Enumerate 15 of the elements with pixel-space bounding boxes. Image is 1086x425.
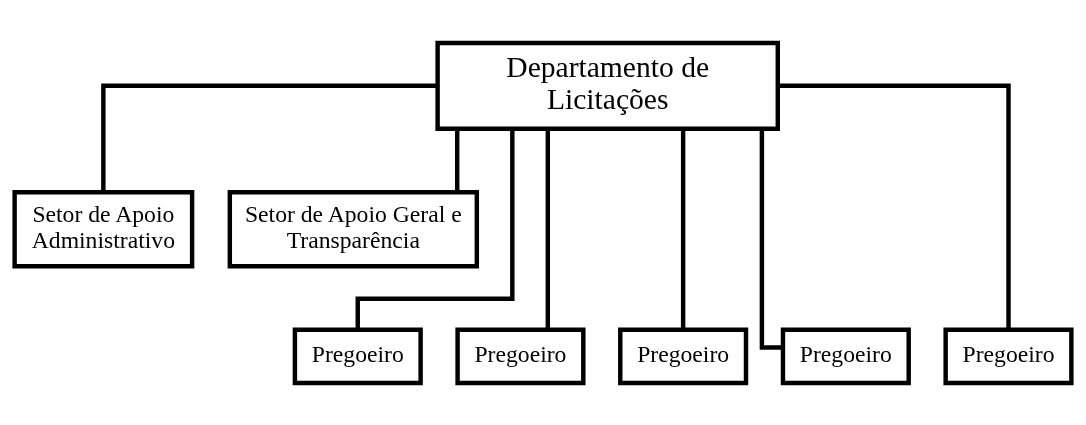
node-box: Pregoeiro [943, 327, 1074, 385]
connector [101, 83, 437, 192]
node-box: Pregoeiro [455, 327, 586, 385]
node-box: Pregoeiro [780, 327, 911, 385]
connector [680, 128, 686, 330]
node-box: Pregoeiro [618, 327, 749, 385]
node-box: Setor de Apoio Geral e Transparência [227, 189, 480, 268]
connector [759, 128, 783, 350]
connector [545, 128, 551, 330]
node-box: Setor de Apoio Administrativo [12, 189, 195, 268]
connector [455, 128, 460, 192]
node-box: Departamento de Licitações [435, 40, 780, 131]
connector [778, 83, 1011, 329]
node-box: Pregoeiro [292, 327, 423, 385]
connector [355, 128, 515, 330]
